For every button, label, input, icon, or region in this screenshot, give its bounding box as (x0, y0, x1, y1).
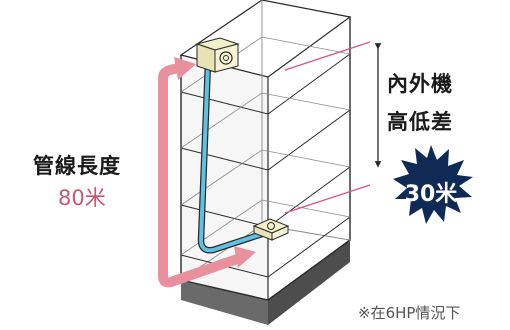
outdoor-unit (195, 37, 240, 73)
building-right-face (268, 240, 350, 325)
building-base-shadow (181, 280, 268, 325)
footnote: ※在6HP情況下 (358, 304, 461, 322)
leader-line-top (284, 41, 371, 71)
pipe-length-arrow (158, 63, 180, 276)
height-diff-title-line1: 內外機 (387, 72, 453, 96)
floor-slab (180, 109, 351, 171)
outdoor-unit-side (214, 43, 239, 73)
indoor-unit-vent-icon (267, 222, 275, 230)
floor-slab (180, 216, 351, 278)
pipe-length-arrowhead-top (174, 57, 196, 80)
outdoor-unit-fan-icon (219, 51, 233, 65)
pipe-length-value: 80米 (58, 186, 106, 210)
indoor-unit-side (271, 225, 289, 241)
pipe-length-arrowhead-bottom (234, 246, 256, 268)
height-diff-burst (393, 145, 473, 224)
floor-slab (180, 199, 351, 256)
height-diff-value: 30米 (404, 182, 458, 207)
height-diff-title-line2: 高低差 (387, 110, 453, 134)
floor-slab (180, 149, 351, 206)
refrigerant-pipe-fill (199, 60, 264, 253)
indoor-unit (252, 218, 290, 241)
pipe-length-arrow-bottom (158, 253, 242, 288)
floor-slab (180, 53, 351, 115)
leader-line-bottom (284, 184, 371, 214)
pipe-length-title: 管線長度 (33, 154, 121, 178)
